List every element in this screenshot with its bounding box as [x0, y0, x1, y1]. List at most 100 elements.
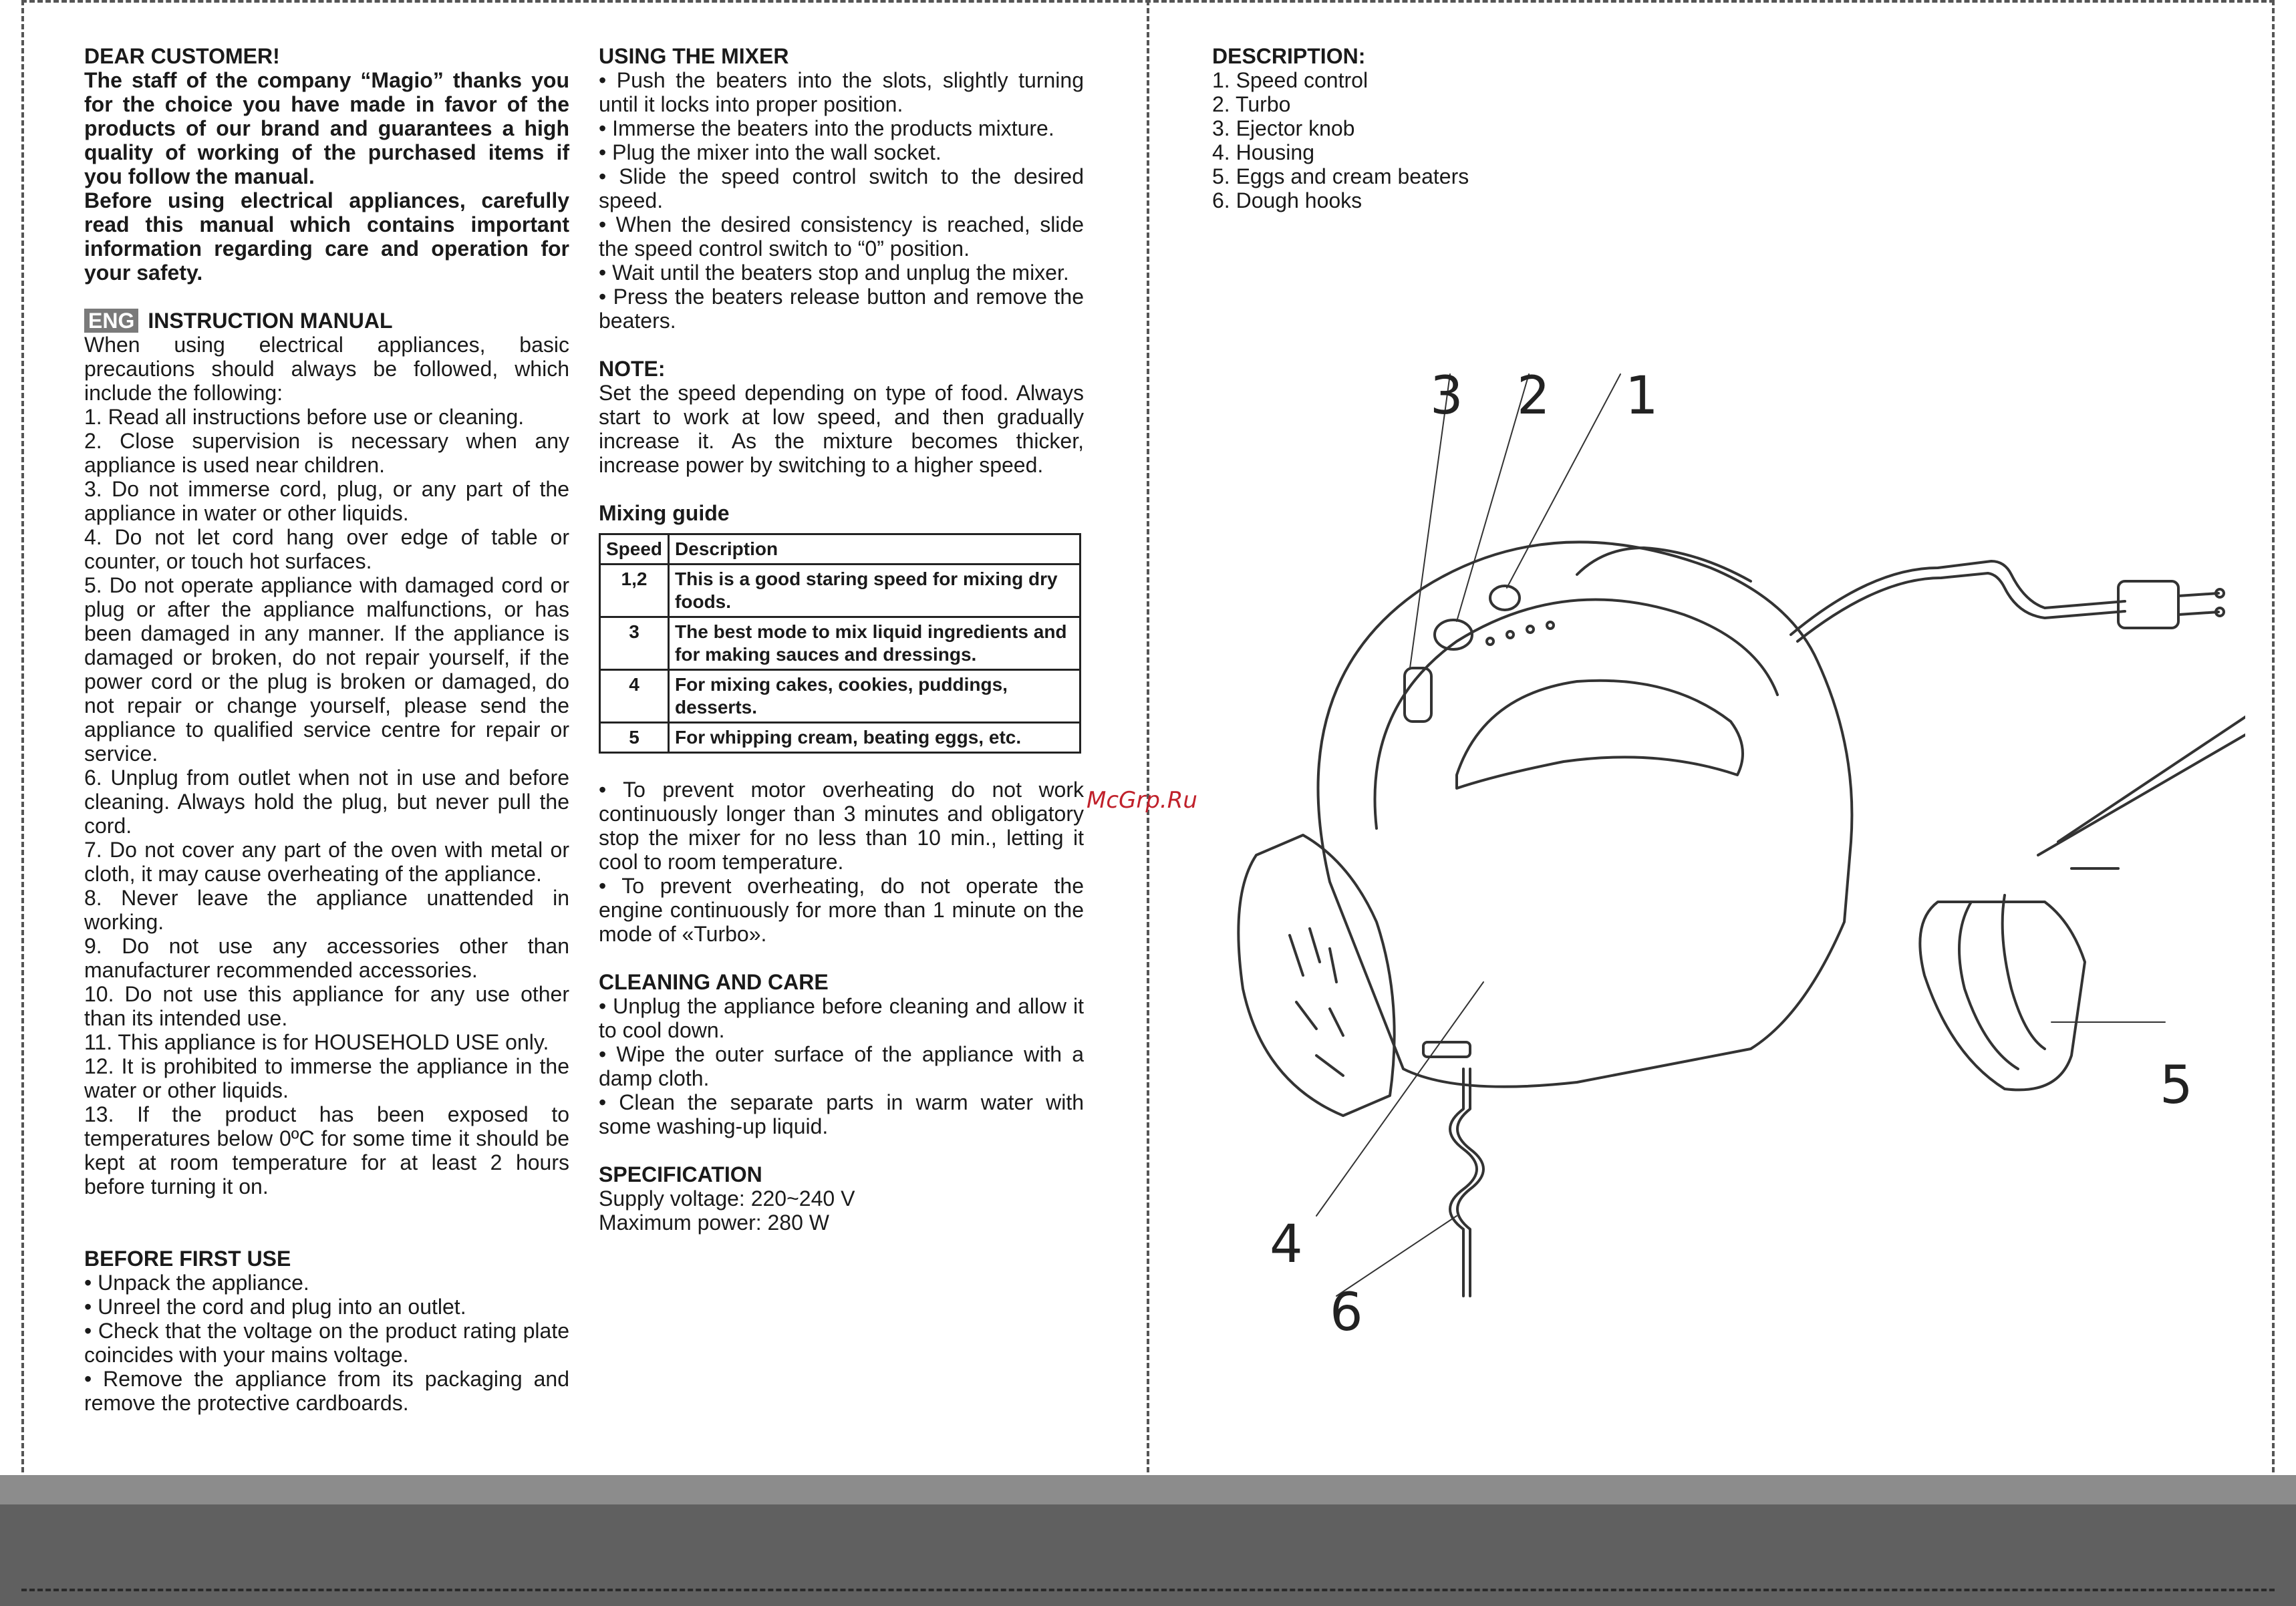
- leader-line-4: [1316, 981, 1484, 1217]
- plug-body: [2117, 580, 2180, 629]
- plug-pin-tip: [2214, 607, 2225, 617]
- mixer-housing: [1316, 540, 1854, 1088]
- vent-slot: [1315, 1054, 1344, 1077]
- care-heading: CLEANING AND CARE: [599, 970, 829, 994]
- rule-item: 3. Do not immerse cord, plug, or any par…: [84, 477, 569, 525]
- before-use-item: • Unreel the cord and plug into an outle…: [84, 1295, 466, 1319]
- using-item: • Plug the mixer into the wall socket.: [599, 140, 942, 164]
- callout-3: 3: [1430, 366, 1463, 426]
- description-item: 4. Housing: [1212, 140, 1314, 164]
- speed-dot: [1526, 625, 1535, 634]
- mixer-diagram: [1237, 373, 2245, 1297]
- note-text: Set the speed depending on type of food.…: [599, 381, 1084, 477]
- vent-slot: [1308, 927, 1321, 963]
- using-item: • Press the beaters release button and r…: [599, 285, 1084, 333]
- description-item: 3. Ejector knob: [1212, 116, 1355, 140]
- power-cord-edge: [1796, 572, 2126, 643]
- callout-2: 2: [1517, 366, 1550, 426]
- rule-item: 1. Read all instructions before use or c…: [84, 405, 525, 429]
- before-use-item: • Remove the appliance from its packagin…: [84, 1367, 569, 1415]
- dough-hook-edge: [1456, 1068, 1485, 1297]
- callout-4: 4: [1270, 1215, 1303, 1275]
- leader-line-2: [1456, 373, 1530, 622]
- description-item: 5. Eggs and cream beaters: [1212, 164, 1469, 188]
- rule-item: 11. This appliance is for HOUSEHOLD USE …: [84, 1030, 549, 1054]
- dough-hook: [1449, 1068, 1478, 1297]
- description-item: 2. Turbo: [1212, 92, 1291, 116]
- beater-whisk: [1918, 901, 2086, 1092]
- handle-grip: [1455, 679, 1744, 790]
- description-cell: This is a good staring speed for mixing …: [668, 563, 1081, 618]
- beater-whisk-wire: [1958, 901, 2019, 1070]
- speed-dot: [1485, 637, 1495, 646]
- vent-slot: [1328, 1007, 1344, 1037]
- turbo-button: [1433, 619, 1473, 651]
- speed-control: [1489, 585, 1521, 611]
- handle-outline: [1373, 598, 1779, 830]
- speed-dot: [1505, 630, 1515, 639]
- table-row: 4 For mixing cakes, cookies, puddings, d…: [598, 669, 1081, 724]
- beater-slot: [1422, 1041, 1471, 1058]
- cut-line-left: [21, 0, 24, 1593]
- care-item: • Clean the separate parts in warm water…: [599, 1090, 1084, 1138]
- safety-paragraph: Before using electrical appliances, care…: [84, 188, 569, 285]
- beater-shaft: [2037, 734, 2245, 856]
- rule-item: 4. Do not let cord hang over edge of tab…: [84, 525, 569, 573]
- column-middle: USING THE MIXER • Push the beaters into …: [598, 44, 1084, 1235]
- rule-item: 5. Do not operate appliance with damaged…: [84, 573, 569, 766]
- vent-slot: [1295, 1001, 1318, 1030]
- using-heading: USING THE MIXER: [599, 44, 789, 68]
- cut-line-right: [2272, 0, 2275, 1593]
- callout-6: 6: [1330, 1283, 1363, 1343]
- beater-shaft: [2057, 715, 2245, 843]
- watermark: McGrp.Ru: [1087, 787, 1197, 814]
- using-item: • Slide the speed control switch to the …: [599, 164, 1084, 212]
- rule-item: 2. Close supervision is necessary when a…: [84, 429, 569, 477]
- manual-title: INSTRUCTION MANUAL: [148, 309, 393, 333]
- manual-heading: ENG INSTRUCTION MANUAL: [84, 309, 569, 333]
- care-item: • Wipe the outer surface of the applianc…: [599, 1042, 1084, 1090]
- rule-item: 6. Unplug from outlet when not in use an…: [84, 766, 569, 838]
- ejector-knob: [1403, 667, 1433, 723]
- speed-cell: 5: [598, 721, 670, 754]
- intro-paragraph: The staff of the company “Magio” thanks …: [84, 68, 569, 188]
- using-item: • Wait until the beaters stop and unplug…: [599, 261, 1069, 285]
- before-use-heading: BEFORE FIRST USE: [84, 1247, 291, 1271]
- power-cord: [1789, 560, 2126, 636]
- rear-vent-panel: [1237, 834, 1396, 1117]
- spec-item: Supply voltage: 220~240 V: [599, 1186, 855, 1211]
- manual-intro: When using electrical appliances, basic …: [84, 333, 569, 405]
- description-cell: For mixing cakes, cookies, puddings, des…: [668, 669, 1081, 724]
- footer-band-light: [0, 1475, 2296, 1504]
- spec-heading: SPECIFICATION: [599, 1162, 762, 1186]
- using-item: • When the desired consistency is reache…: [599, 212, 1084, 261]
- note-heading: NOTE:: [599, 357, 666, 381]
- table-header-speed: Speed: [598, 533, 670, 565]
- column-right: DESCRIPTION: 1. Speed control 2. Turbo 3…: [1212, 44, 1680, 212]
- greeting-heading: DEAR CUSTOMER!: [84, 44, 280, 68]
- speed-cell: 3: [598, 616, 670, 671]
- table-header-description: Description: [668, 533, 1081, 565]
- mixing-guide-table: Speed Description 1,2 This is a good sta…: [598, 533, 1081, 754]
- warning-item: • To prevent motor overheating do not wo…: [599, 778, 1084, 874]
- rule-item: 12. It is prohibited to immerse the appl…: [84, 1054, 569, 1102]
- rule-item: 10. Do not use this appliance for any us…: [84, 982, 569, 1030]
- table-row: 1,2 This is a good staring speed for mix…: [598, 563, 1081, 618]
- table-row: 3 The best mode to mix liquid ingredient…: [598, 616, 1081, 671]
- callout-1: 1: [1625, 366, 1659, 426]
- leader-line-6: [1336, 1215, 1457, 1297]
- language-badge: ENG: [84, 309, 139, 333]
- plug-pin: [2177, 611, 2220, 616]
- fold-line: [1147, 0, 1149, 1593]
- table-row: 5 For whipping cream, beating eggs, etc.: [598, 721, 1081, 754]
- before-use-item: • Unpack the appliance.: [84, 1271, 309, 1295]
- table-header-row: Speed Description: [598, 533, 1081, 565]
- speed-cell: 1,2: [598, 563, 670, 618]
- description-cell: The best mode to mix liquid ingredients …: [668, 616, 1081, 671]
- column-left: DEAR CUSTOMER! The staff of the company …: [84, 44, 569, 1415]
- leader-line-1: [1506, 373, 1621, 589]
- description-cell: For whipping cream, beating eggs, etc.: [668, 721, 1081, 754]
- cut-line-bottom: [21, 1589, 2275, 1591]
- rule-item: 8. Never leave the appliance unattended …: [84, 886, 569, 934]
- description-item: 6. Dough hooks: [1212, 188, 1362, 212]
